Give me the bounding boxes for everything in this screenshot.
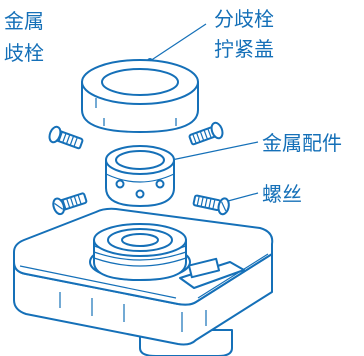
- label-metal-tee-line2: 歧栓: [4, 41, 44, 65]
- label-screw: 螺丝: [262, 182, 302, 206]
- metal-fitting: [105, 145, 175, 207]
- screw-lower-left: [52, 192, 88, 216]
- screw-lower-right: [192, 194, 230, 216]
- tee-cap: [81, 59, 199, 133]
- leader-tee-cap: [149, 23, 207, 62]
- label-tee-cap-line2: 拧紧盖: [214, 37, 274, 61]
- leader-metal-fitting: [161, 141, 259, 163]
- screw-upper-right: [188, 121, 224, 146]
- label-metal-tee-line1: 金属: [4, 9, 44, 33]
- threaded-boss: [89, 223, 191, 281]
- label-tee-cap-line1: 分歧栓: [214, 7, 274, 31]
- screw-upper-left: [48, 125, 84, 150]
- leader-screw: [227, 192, 259, 202]
- label-metal-fitting: 金属配件: [262, 131, 342, 155]
